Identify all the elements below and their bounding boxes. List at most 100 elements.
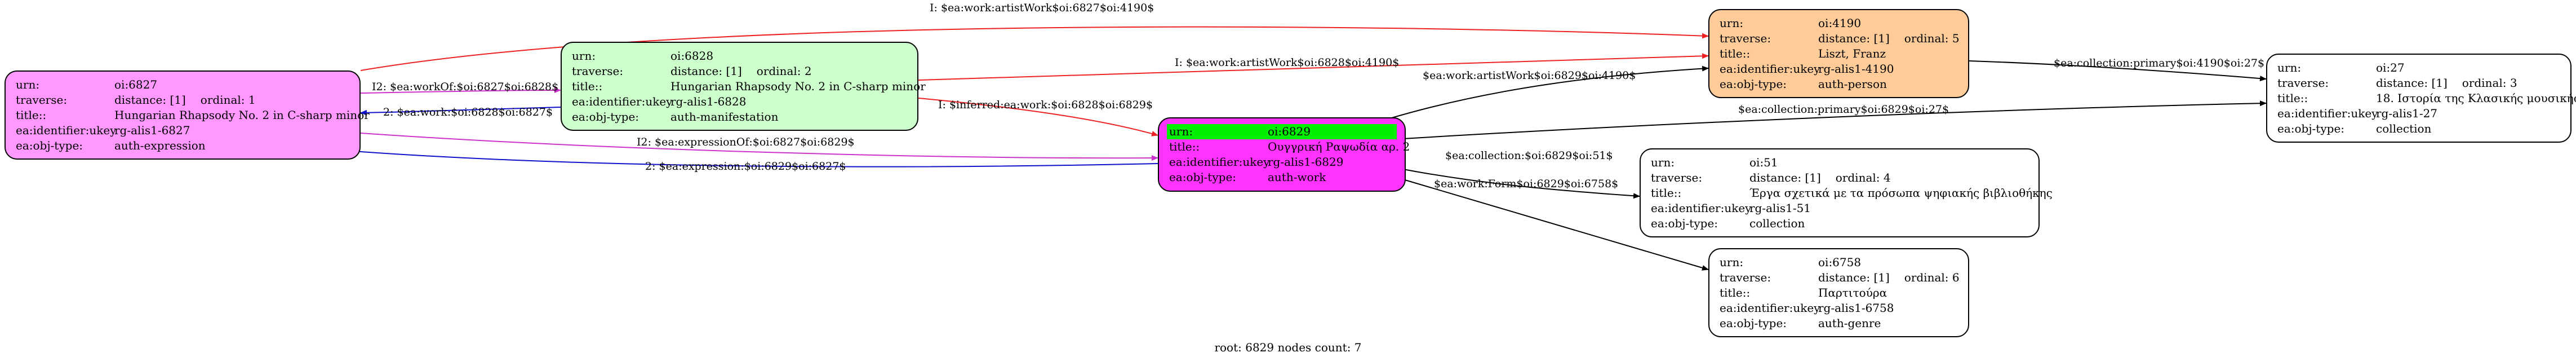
- node-ukey: rg-alis1-51: [1749, 201, 1811, 215]
- node-urn: oi:51: [1749, 156, 1778, 169]
- node-ordinal: ordinal: 3: [2462, 76, 2517, 90]
- node-key: title::: [1651, 186, 1682, 200]
- node-key: ea:identifier:ukey: [1169, 155, 1270, 169]
- node-key: ea:identifier:ukey: [1651, 201, 1752, 215]
- node-objtype: collection: [1749, 217, 1805, 230]
- node-objtype: auth-manifestation: [670, 110, 779, 124]
- node-key: title::: [1169, 140, 1200, 153]
- node-title: Παρτιτούρα: [1818, 286, 1887, 299]
- node-6758[interactable]: urn: oi:6758 traverse: distance: [1] ordina…: [1708, 248, 1969, 337]
- node-ordinal: ordinal: 6: [1904, 271, 1960, 284]
- node-urn: oi:4190: [1818, 16, 1862, 30]
- edge-6827-6828: [360, 87, 561, 94]
- node-key: urn:: [16, 78, 40, 91]
- node-objtype: collection: [2376, 122, 2432, 135]
- node-traverse: distance: [1]: [2376, 76, 2448, 90]
- edge-label: I: $inferred:ea:work:$oi:6828$oi:6829$: [938, 99, 1153, 111]
- edge-6829-51: [1402, 169, 1640, 199]
- node-traverse: distance: [1]: [1818, 32, 1890, 45]
- edge-label: $ea:work:Form$oi:6829$oi:6758$: [1434, 178, 1618, 190]
- node-key: title::: [2277, 91, 2308, 105]
- node-key: traverse:: [572, 64, 624, 78]
- node-key: title::: [572, 80, 603, 93]
- node-key: ea:obj-type:: [1651, 217, 1718, 230]
- node-ordinal: ordinal: 1: [200, 93, 256, 107]
- node-ukey: rg-alis1-6758: [1818, 301, 1894, 315]
- node-key: urn:: [1720, 16, 1744, 30]
- node-key: traverse:: [2277, 76, 2329, 90]
- node-ordinal: ordinal: 2: [756, 64, 812, 78]
- node-title: Ουγγρική Ραψωδία αρ. 2: [1268, 140, 1410, 153]
- node-key: ea:identifier:ukey: [1720, 301, 1820, 315]
- node-objtype: auth-genre: [1818, 316, 1881, 330]
- edge-6827-6829: [360, 133, 1158, 161]
- node-ukey: rg-alis1-6829: [1268, 155, 1344, 169]
- node-traverse: distance: [1]: [1818, 271, 1890, 284]
- edge-label: I: $ea:work:artistWork$oi:6828$oi:4190$: [1175, 56, 1399, 69]
- node-title: Έργα σχετικά με τα πρόσωπα ψηφιακής βιβλ…: [1749, 186, 2053, 200]
- node-traverse: distance: [1]: [670, 64, 742, 78]
- node-key: ea:identifier:ukey: [572, 95, 673, 108]
- node-key: urn:: [1720, 255, 1744, 269]
- node-urn: oi:6829: [1268, 125, 1311, 138]
- edge-label: $ea:collection:primary$oi:6829$oi:27$: [1738, 103, 1949, 116]
- node-ordinal: ordinal: 4: [1835, 171, 1891, 184]
- node-key: traverse:: [1720, 271, 1771, 284]
- edge-label: 2: $ea:expression:$oi:6829$oi:6827$: [645, 160, 846, 173]
- node-ukey: rg-alis1-6828: [670, 95, 747, 108]
- node-title: Liszt, Franz: [1818, 47, 1886, 60]
- edge-6828-6827: [360, 107, 561, 116]
- node-title: Hungarian Rhapsody No. 2 in C-sharp mino…: [670, 80, 926, 93]
- node-key: urn:: [572, 49, 596, 63]
- node-urn: oi:6758: [1818, 255, 1862, 269]
- node-key: title::: [1720, 286, 1751, 299]
- node-objtype: auth-person: [1818, 77, 1887, 91]
- edge-6829-6758: [1402, 179, 1709, 271]
- node-ordinal: ordinal: 5: [1904, 32, 1960, 45]
- node-urn: oi:6828: [670, 49, 714, 63]
- node-key: ea:identifier:ukey: [1720, 62, 1820, 76]
- node-objtype: auth-expression: [114, 139, 206, 152]
- node-ukey: rg-alis1-4190: [1818, 62, 1894, 76]
- node-urn: oi:27: [2376, 61, 2405, 74]
- edge-label: $ea:collection:$oi:6829$oi:51$: [1445, 149, 1613, 162]
- node-key: ea:identifier:ukey: [16, 124, 117, 137]
- node-key: ea:obj-type:: [572, 110, 639, 124]
- edge-label: I: $ea:work:artistWork$oi:6827$oi:4190$: [930, 2, 1154, 14]
- node-ukey: rg-alis1-6827: [114, 124, 190, 137]
- node-6829[interactable]: urn: oi:6829 title::Ουγγρική Ραψωδία αρ. …: [1158, 117, 1410, 192]
- node-4190[interactable]: urn: oi:4190 traverse: distance: [1] ordina…: [1708, 9, 1969, 98]
- node-key: urn:: [1651, 156, 1675, 169]
- node-6828[interactable]: urn: oi:6828 traverse: distance: [1] ordina…: [561, 42, 926, 131]
- node-key: ea:obj-type:: [1169, 170, 1237, 184]
- node-key: urn:: [1169, 125, 1193, 138]
- edge-label: $ea:collection:primary$oi:4190$oi:27$: [2054, 57, 2264, 69]
- node-key: title::: [16, 108, 47, 122]
- node-key: ea:obj-type:: [16, 139, 83, 152]
- node-key: ea:obj-type:: [2277, 122, 2345, 135]
- node-traverse: distance: [1]: [1749, 171, 1821, 184]
- node-51[interactable]: urn:oi:51 traverse:distance: [1]ordinal:…: [1640, 148, 2053, 237]
- edge-6829-6827: [309, 145, 1158, 168]
- edge-6829-27: [1402, 100, 2267, 139]
- node-urn: oi:6827: [114, 78, 158, 91]
- edge-6828-6829: [918, 98, 1158, 136]
- node-title: 18. Ιστορία της Κλασικής μουσικής: [2376, 91, 2576, 105]
- node-objtype: auth-work: [1268, 170, 1326, 184]
- edge-label: $ea:work:artistWork$oi:6829$oi:4190$: [1423, 69, 1636, 82]
- node-key: ea:identifier:ukey: [2277, 107, 2378, 120]
- edge-6828-4190: [918, 53, 1709, 81]
- graph-footer: root: 6829 nodes count: 7: [1214, 341, 1362, 354]
- edge-4190-27: [1969, 60, 2267, 82]
- node-ukey: rg-alis1-27: [2376, 107, 2438, 120]
- node-key: urn:: [2277, 61, 2302, 74]
- node-key: traverse:: [1720, 32, 1771, 45]
- node-27[interactable]: urn: oi:27 traverse: distance: [1] ordinal:…: [2266, 54, 2576, 143]
- node-key: traverse:: [16, 93, 68, 107]
- edge-label: 2: $ea:work:$oi:6828$oi:6827$: [383, 106, 553, 118]
- edge-label: I2: $ea:workOf:$oi:6827$oi:6828$: [372, 81, 558, 93]
- node-traverse: distance: [1]: [114, 93, 186, 107]
- node-6827[interactable]: urn: oi:6827 traverse: distance: [1] ordina…: [5, 70, 370, 160]
- edge-label: I2: $ea:expressionOf:$oi:6827$oi:6829$: [637, 136, 855, 148]
